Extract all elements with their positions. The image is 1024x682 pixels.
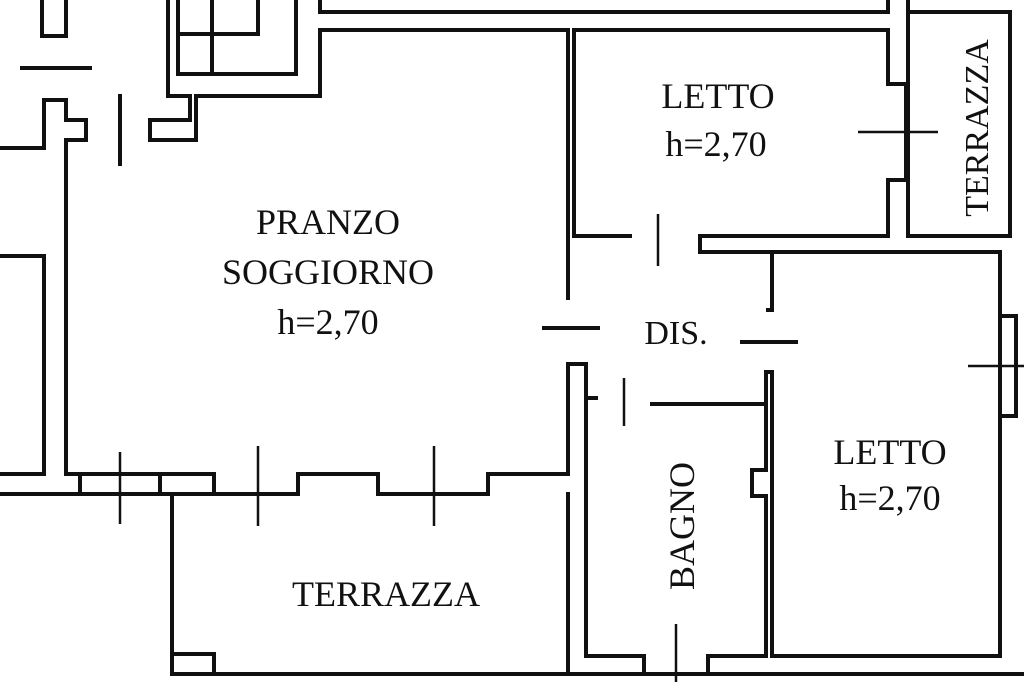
room-pranzo: PRANZO SOGGIORNO h=2,70 [222, 202, 434, 342]
room-height-letto-top: h=2,70 [665, 124, 766, 164]
room-height-pranzo: h=2,70 [277, 302, 378, 342]
room-letto-bottom: LETTO h=2,70 [833, 432, 946, 518]
room-label-letto-bottom: LETTO [833, 432, 946, 472]
room-letto-top: LETTO h=2,70 [661, 76, 774, 164]
room-label-letto-top: LETTO [661, 76, 774, 116]
room-label-terrazza-right: TERRAZZA [959, 39, 996, 217]
room-label-pranzo: PRANZO [256, 202, 400, 242]
room-label-soggiorno: SOGGIORNO [222, 252, 434, 292]
room-height-letto-bottom: h=2,70 [839, 478, 940, 518]
room-label-bagno: BAGNO [662, 462, 702, 590]
room-label-dis: DIS. [644, 315, 707, 352]
room-label-terrazza-bottom: TERRAZZA [292, 574, 480, 614]
